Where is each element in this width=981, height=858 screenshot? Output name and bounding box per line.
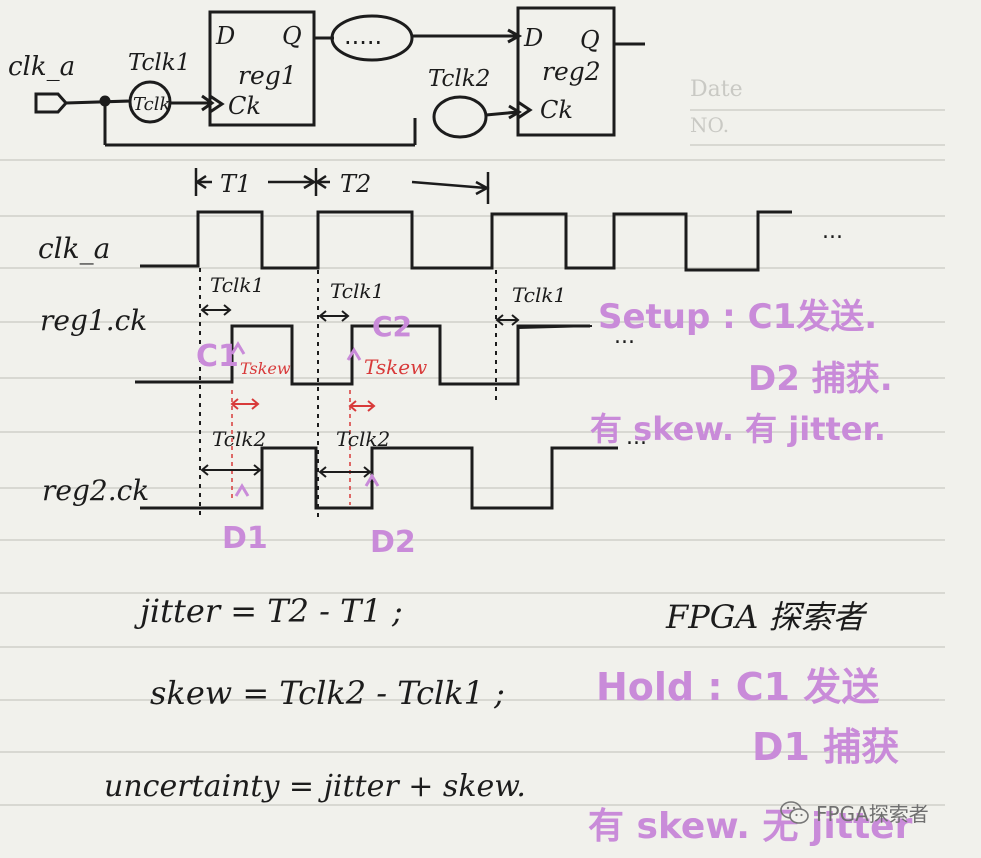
wechat-icon <box>780 800 809 824</box>
tclk2-delay-label: Tclk2 <box>336 427 390 451</box>
t1-label: T1 <box>220 170 251 198</box>
tclk2-circuit-label: Tclk2 <box>428 66 490 92</box>
wave-continuation: ... <box>822 219 843 244</box>
reg2-name: reg2 <box>542 57 601 86</box>
edge-label-d1: D1 <box>222 521 268 556</box>
reg1-ck-pin: Ck <box>228 92 261 120</box>
clk-a-input-label: clk_a <box>8 52 75 82</box>
tclk1-circuit-label: Tclk1 <box>128 50 190 76</box>
logic-cloud <box>330 14 414 62</box>
guide-lines <box>199 268 497 520</box>
reg2-continuation: ... <box>626 425 647 450</box>
author-signature: FPGA 探索者 <box>665 598 868 636</box>
reg1-box <box>208 10 316 127</box>
tclk1-delay-label: Tclk1 <box>210 273 264 297</box>
delay-arrows <box>200 304 593 478</box>
date-label: Date <box>690 77 743 102</box>
reg1-q-pin: Q <box>282 22 302 50</box>
equation-uncertainty: uncertainty = jitter + skew. <box>104 769 526 804</box>
reg2-q-pin: Q <box>580 26 600 54</box>
setup-note-line1: Setup : C1发送. <box>598 297 877 337</box>
hold-note-line2: D1 捕获 <box>752 725 899 769</box>
reg2-ck-waveform <box>140 446 618 510</box>
edge-label-d2: D2 <box>370 525 416 560</box>
watermark-text: FPGA探索者 <box>816 802 929 826</box>
edge-marker-arrows <box>230 341 380 497</box>
hold-note-line1: Hold : C1 发送 <box>596 665 879 709</box>
tclk2-delay-circle <box>432 95 488 139</box>
period-arrows <box>194 168 490 204</box>
skew-arrows <box>230 398 376 412</box>
circuit-diagram <box>34 6 645 147</box>
tclk1-delay-label: Tclk1 <box>512 283 566 307</box>
no-label: NO. <box>690 113 729 137</box>
tclk1-delay-label: Tclk1 <box>330 279 384 303</box>
reg1-continuation: ... <box>614 324 635 349</box>
hold-note-line3: 有 skew. 无 jitter <box>588 806 913 847</box>
signal-label-reg2-ck: reg2.ck <box>42 474 149 507</box>
reg2-d-pin: D <box>523 24 543 52</box>
equation-skew: skew = Tclk2 - Tclk1 ; <box>150 674 505 712</box>
tclk2-delay-label: Tclk2 <box>212 427 266 451</box>
equation-jitter: jitter = T2 - T1 ; <box>134 592 403 630</box>
edge-label-c1: C1 <box>196 339 239 374</box>
skew-guide-lines <box>231 390 351 505</box>
t2-label: T2 <box>340 170 371 198</box>
setup-note-line2: D2 捕获. <box>748 359 893 399</box>
watermark: FPGA探索者 <box>780 798 929 827</box>
reg1-d-pin: D <box>215 22 235 50</box>
edge-label-c2: C2 <box>372 310 412 343</box>
signal-label-clk-a: clk_a <box>38 232 110 265</box>
reg2-ck-pin: Ck <box>540 96 573 124</box>
tclk1-box-label: Tclk <box>133 94 170 115</box>
reg1-name: reg1 <box>238 61 297 90</box>
logic-cloud-dots: ..... <box>344 22 382 50</box>
clock-input-port <box>34 92 69 114</box>
setup-note-line3: 有 skew. 有 jitter. <box>590 410 886 448</box>
clk-a-waveform <box>140 210 792 272</box>
tskew-label: Tskew <box>240 359 291 378</box>
reg2-box <box>516 6 616 137</box>
tskew-label: Tskew <box>364 355 427 379</box>
signal-label-reg1-ck: reg1.ck <box>40 304 147 337</box>
